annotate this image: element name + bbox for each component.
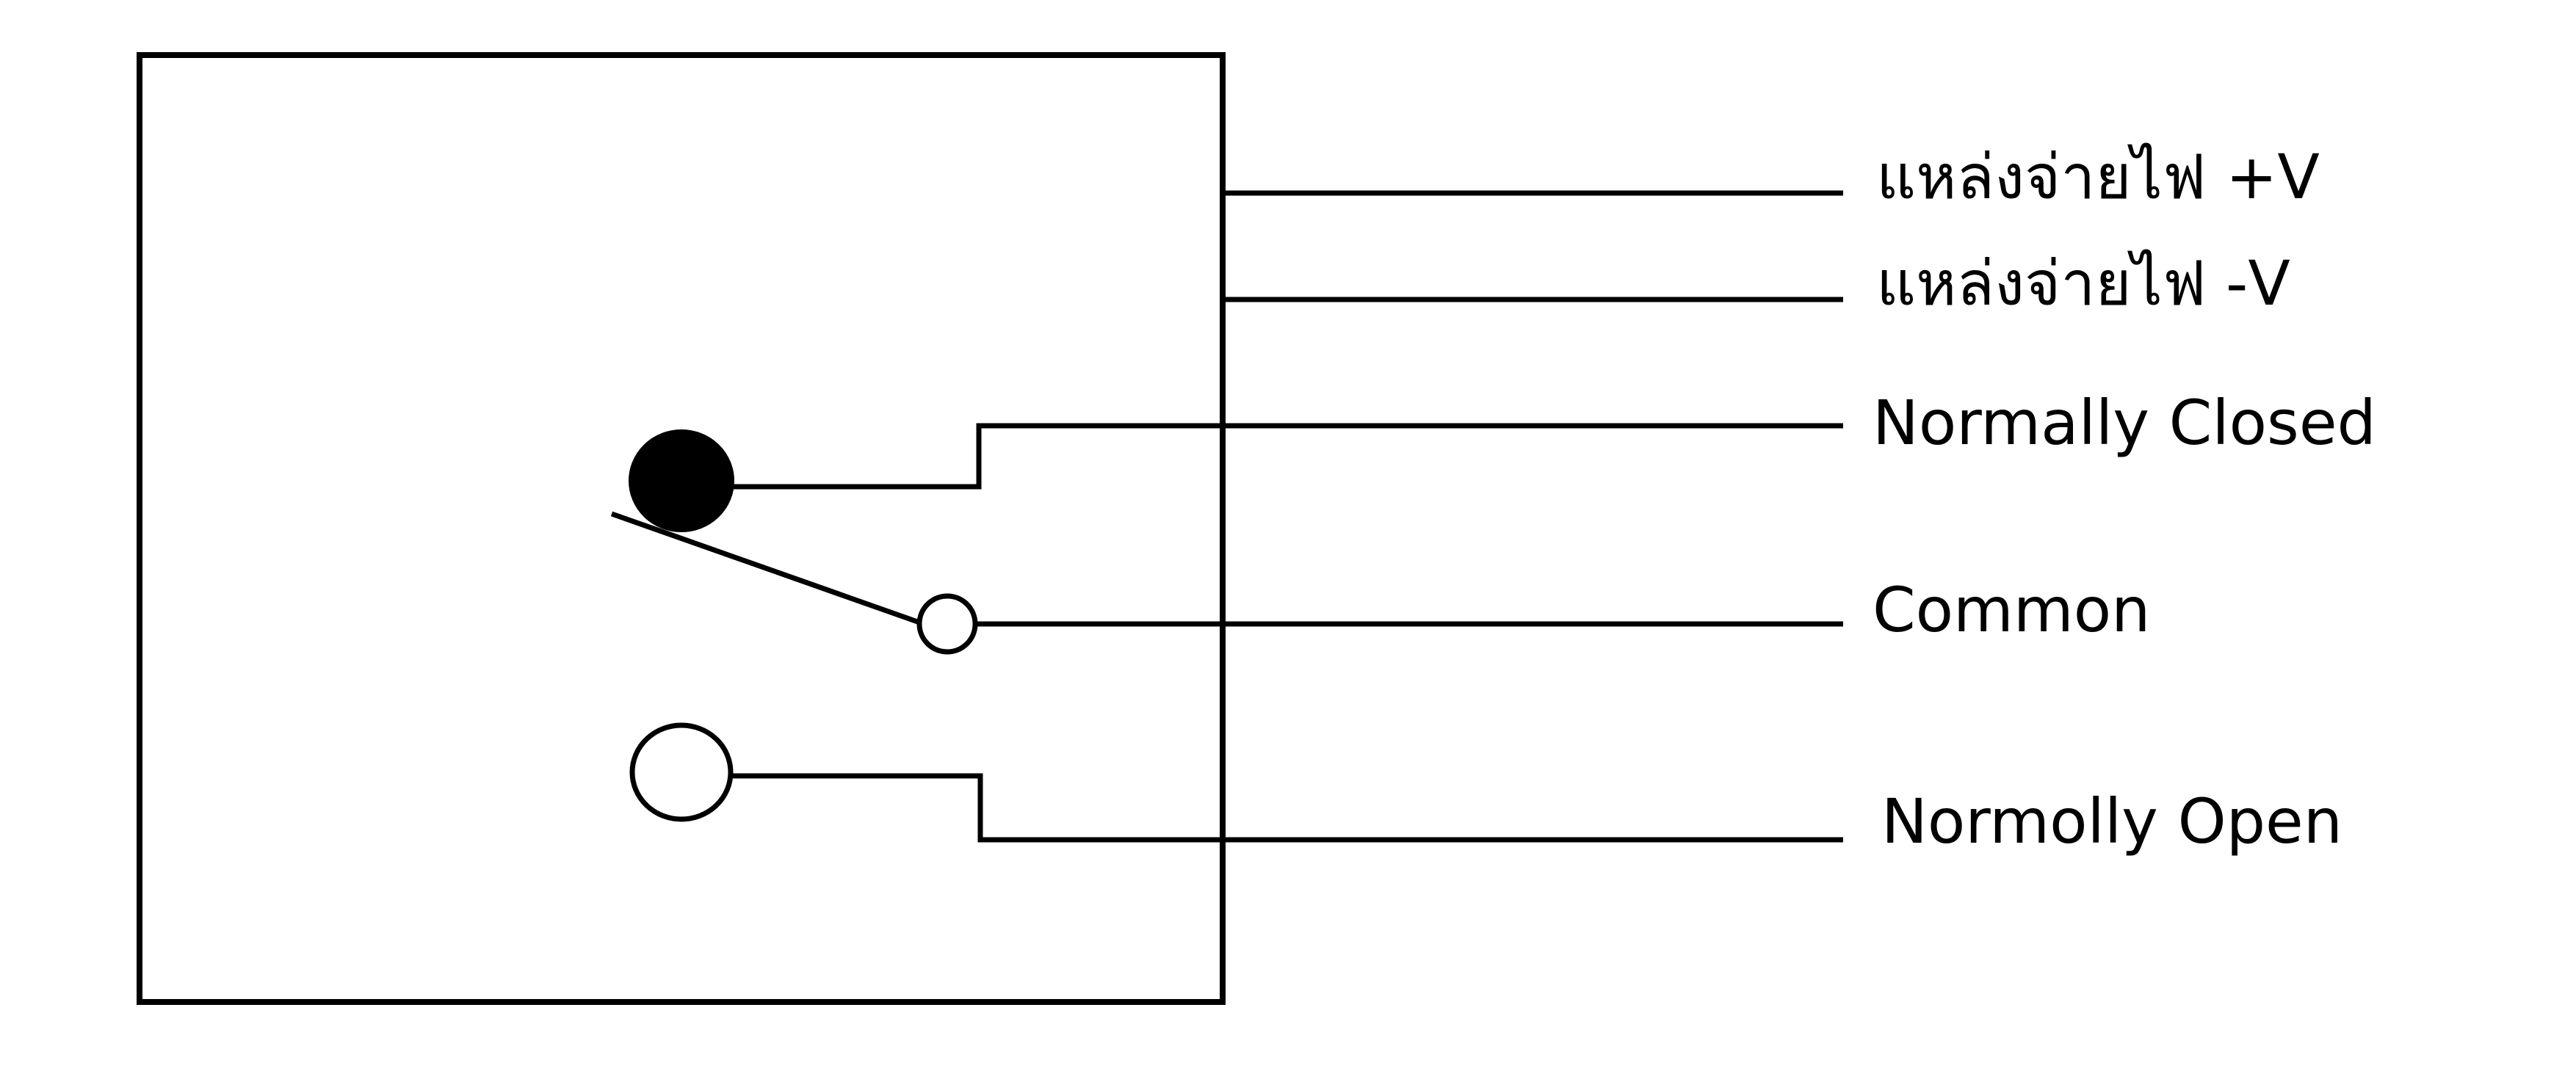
relay-housing xyxy=(137,52,1226,1005)
normally-open-contact xyxy=(629,722,734,822)
common-label: Common xyxy=(1873,574,2150,646)
supply-negative-label: แหล่งจ่ายไฟ -V xyxy=(1876,247,2290,319)
normally-closed-contact xyxy=(629,429,734,532)
normally-open-wire xyxy=(731,773,1843,843)
common-contact xyxy=(916,593,978,655)
normally-open-label: Normolly Open xyxy=(1881,785,2342,857)
normally-closed-label: Normally Closed xyxy=(1873,387,2376,459)
switch-arm xyxy=(610,511,925,627)
normally-closed-wire xyxy=(727,423,1843,490)
supply-positive-label: แหล่งจ่ายไฟ +V xyxy=(1876,141,2320,213)
